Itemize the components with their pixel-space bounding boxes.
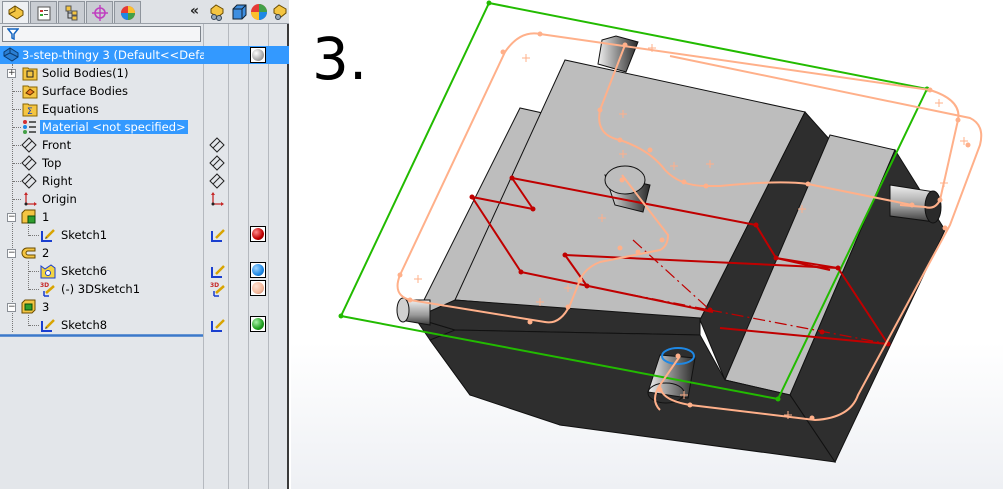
featuremanager-tab[interactable] xyxy=(2,1,29,23)
tree-item-top-plane[interactable]: Top xyxy=(0,154,289,172)
collapse-panel-button[interactable]: « xyxy=(190,3,199,19)
plane-visibility-icon[interactable] xyxy=(209,137,225,153)
sketch-visibility-icon[interactable] xyxy=(210,227,226,243)
tree-root-part[interactable]: 3-step-thingy 3 (Default<<Default>_Displ… xyxy=(0,46,289,64)
tree-item-sketch6[interactable]: Sketch6 xyxy=(0,262,289,280)
cut-feature-icon xyxy=(21,299,36,314)
origin-visibility-icon[interactable] xyxy=(209,191,225,207)
material-icon xyxy=(23,120,36,134)
collapse-button[interactable]: − xyxy=(7,248,16,258)
tree-item-feature-1[interactable]: − 1 xyxy=(7,209,50,224)
left-pin xyxy=(396,297,431,326)
origin-icon xyxy=(24,192,37,206)
sketch8-appearance-swatch[interactable] xyxy=(250,316,266,332)
tree-item-material[interactable]: Material <not specified> xyxy=(0,118,289,136)
display-manager-icon xyxy=(120,5,135,20)
tree-item-feature-2[interactable]: − 2 xyxy=(7,246,50,260)
propertymanager-tab[interactable] xyxy=(30,1,57,23)
featuremanager-panel: « xyxy=(0,0,289,489)
sketch-points-red xyxy=(469,175,891,347)
appearance-ball-icon[interactable] xyxy=(250,3,268,21)
tree-item-3dsketch1[interactable]: 3D (-) 3DSketch1 3D xyxy=(0,280,289,298)
tree-item-sketch1[interactable]: Sketch1 xyxy=(0,226,289,244)
collapse-button[interactable]: − xyxy=(7,302,16,312)
collapse-button[interactable]: − xyxy=(7,212,16,222)
manager-tab-bar: « xyxy=(0,0,289,24)
equations-folder-icon: Σ xyxy=(22,103,38,117)
plane-visibility-icon[interactable] xyxy=(209,173,225,189)
tree-item-sketch8[interactable]: Sketch8 xyxy=(0,316,289,334)
profile-sketch-icon xyxy=(40,264,56,279)
svg-text:Σ: Σ xyxy=(27,107,33,117)
sketch-visibility-icon[interactable] xyxy=(210,317,226,333)
3dsketch-icon: 3D xyxy=(40,282,55,297)
sketch1-appearance-swatch[interactable] xyxy=(250,226,266,242)
hide-show-bodies-icon[interactable] xyxy=(208,3,226,21)
tree-filter-input[interactable] xyxy=(2,26,201,42)
sketch-icon xyxy=(41,319,55,332)
part-name-label: 3-step-thingy 3 (Default<<Default>_Displ… xyxy=(22,48,204,62)
tree-item-surface-bodies[interactable]: Surface Bodies xyxy=(0,82,289,100)
3dsketch1-appearance-swatch[interactable] xyxy=(250,280,266,296)
plane-icon xyxy=(21,155,37,171)
tree-item-origin[interactable]: Origin xyxy=(0,190,289,208)
display-mode-cube-icon[interactable] xyxy=(230,3,248,21)
plane-outline xyxy=(338,0,930,402)
configurations-column-icon[interactable] xyxy=(271,3,289,21)
3dsketch-points xyxy=(397,31,971,421)
model-scene[interactable] xyxy=(291,0,1003,489)
sketch-visibility-icon[interactable] xyxy=(210,263,226,279)
sketch6-appearance-swatch[interactable] xyxy=(250,262,266,278)
sweep-feature-icon xyxy=(21,247,36,259)
graphics-viewport[interactable]: 3. xyxy=(291,0,1003,489)
tree-item-front-plane[interactable]: Front xyxy=(0,136,289,154)
svg-text:3D: 3D xyxy=(210,282,219,289)
surface-bodies-folder-icon xyxy=(22,85,38,99)
rollback-bar[interactable] xyxy=(0,334,203,337)
displaymanager-tab[interactable] xyxy=(114,1,141,23)
extrude-feature-icon xyxy=(21,209,36,224)
3dsketch-visibility-icon[interactable]: 3D xyxy=(210,281,226,297)
plane-icon xyxy=(21,173,37,189)
top-pin xyxy=(597,35,639,73)
svg-text:3D: 3D xyxy=(40,282,49,289)
part-root-icon xyxy=(3,47,19,62)
plane-icon xyxy=(21,137,37,153)
dimxpert-crosshair-icon xyxy=(91,4,108,21)
right-pin xyxy=(889,184,942,224)
tree-item-feature-3[interactable]: − 3 xyxy=(7,299,50,314)
expand-button[interactable]: + xyxy=(7,68,16,78)
step-label: 3. xyxy=(312,25,368,93)
3dsketch-construction-marks xyxy=(414,44,968,419)
configuration-icon xyxy=(65,5,77,20)
configurationmanager-tab[interactable] xyxy=(58,1,85,23)
tree-item-equations[interactable]: Σ Equations xyxy=(0,100,289,118)
propertymanager-icon xyxy=(37,6,50,20)
filter-funnel-icon xyxy=(7,28,19,40)
solid-bodies-folder-icon xyxy=(22,67,38,81)
part-appearance-swatch[interactable] xyxy=(250,47,266,63)
block-body xyxy=(413,59,946,464)
plane-visibility-icon[interactable] xyxy=(209,155,225,171)
tree-item-solid-bodies[interactable]: + Solid Bodies(1) xyxy=(7,66,129,81)
sketch-icon xyxy=(41,229,55,242)
dimxpertmanager-tab[interactable] xyxy=(86,1,113,23)
tree-item-right-plane[interactable]: Right xyxy=(0,172,289,190)
part-icon xyxy=(8,4,23,20)
